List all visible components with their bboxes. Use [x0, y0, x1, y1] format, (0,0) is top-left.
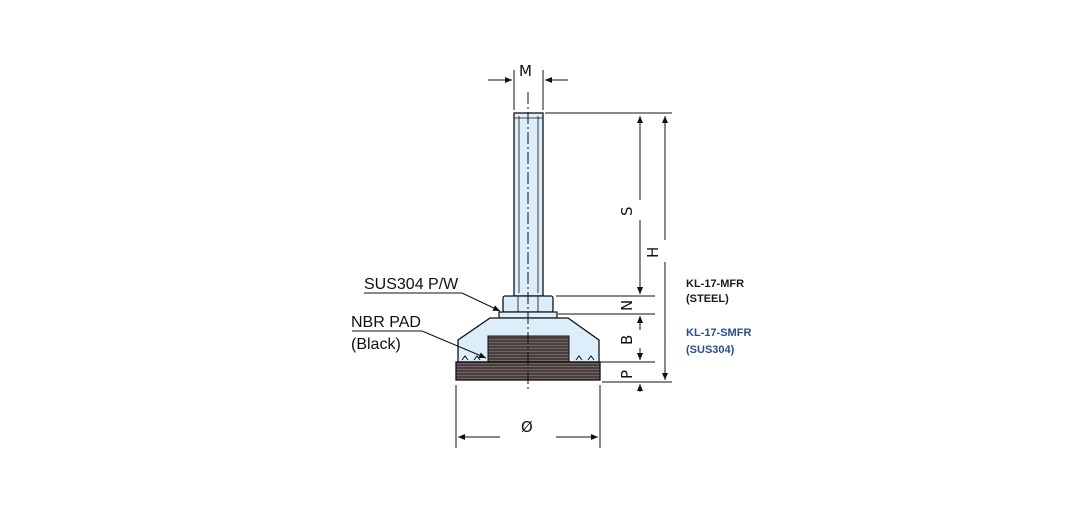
callout-washer: SUS304 P/W [364, 276, 459, 293]
model-material-sus: (SUS304) [686, 344, 735, 356]
dim-label-h: H [644, 247, 662, 258]
dim-label-s: S [618, 206, 636, 216]
pad-ticks [461, 355, 595, 361]
washer-leader [364, 292, 501, 312]
dimension-diameter [455, 385, 601, 448]
dim-label-b: B [618, 335, 636, 345]
model-material-steel: (STEEL) [686, 293, 729, 305]
model-code-sus: KL-17-SMFR [686, 327, 751, 339]
dim-label-p: P [618, 370, 636, 379]
dim-label-n: N [618, 300, 636, 311]
dim-label-diameter: Ø [521, 418, 533, 436]
pad-leader [352, 330, 487, 359]
extension-lines [545, 112, 672, 383]
dim-label-m: M [519, 62, 532, 80]
callout-pad-line1: NBR PAD [351, 314, 421, 331]
model-code-steel: KL-17-MFR [686, 278, 744, 290]
dimension-m [488, 70, 568, 110]
callout-pad-line2: (Black) [351, 336, 401, 353]
